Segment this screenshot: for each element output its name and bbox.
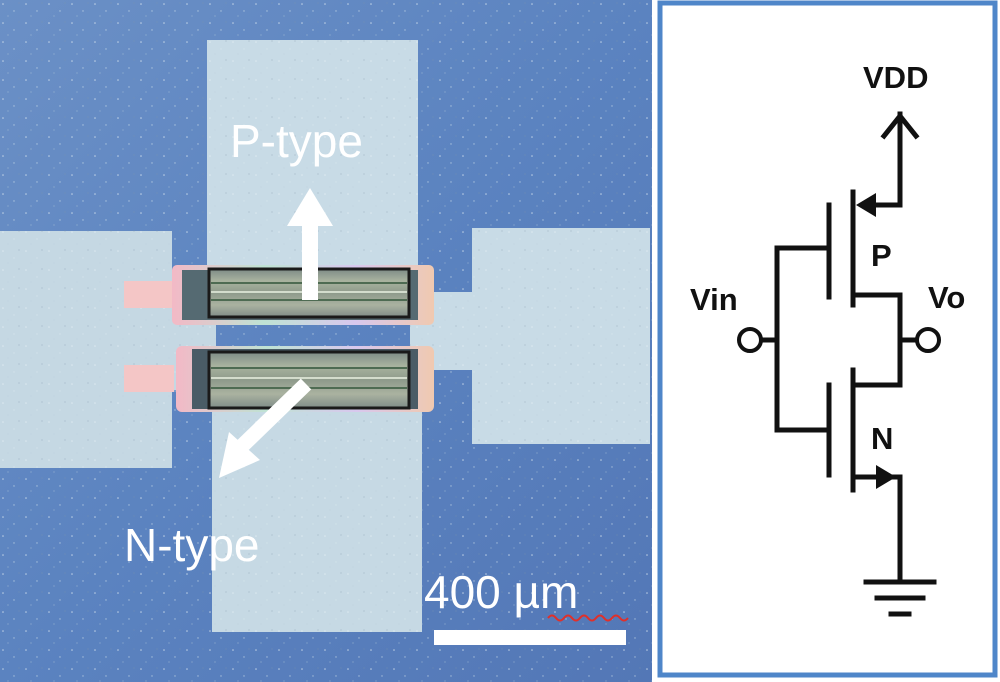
scale-bar: [434, 630, 626, 645]
n-source-arrow: [876, 465, 896, 489]
vo-terminal: [915, 327, 941, 353]
p-label: P: [871, 238, 892, 273]
spellcheck-squiggle: [547, 614, 629, 622]
micrograph-panel: P-type N-type 400 µm: [0, 0, 652, 682]
vdd-label: VDD: [863, 60, 928, 95]
p-source-arrow: [856, 193, 876, 217]
panel-frame: [657, 0, 998, 678]
n-label: N: [871, 421, 893, 456]
vin-terminal: [737, 327, 763, 353]
n-type-arrow: [219, 378, 312, 478]
n-contact-pink: [124, 365, 174, 392]
n-type-label: N-type: [124, 519, 259, 571]
n-type-device: [176, 346, 434, 412]
p-contact-pink: [124, 281, 174, 308]
metal-electrodes: [0, 0, 652, 682]
schematic-panel: VDD Vin Vo P N: [657, 0, 998, 678]
p-type-label: P-type: [230, 115, 363, 167]
vin-label: Vin: [690, 282, 738, 317]
vo-label: Vo: [928, 280, 965, 315]
p-type-arrow: [287, 188, 333, 300]
scale-bar-label: 400 µm: [424, 566, 578, 618]
